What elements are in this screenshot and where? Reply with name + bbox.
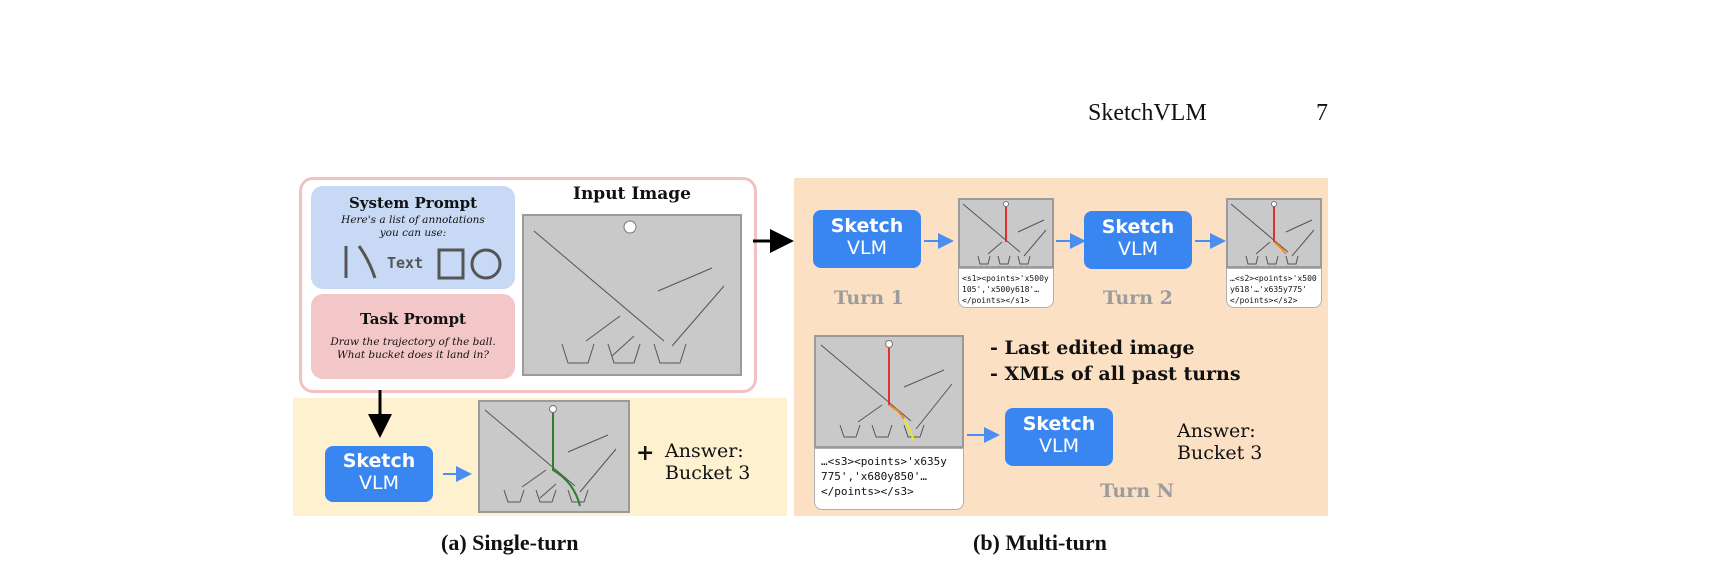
turnN-input-image xyxy=(814,335,964,448)
trajectory-orange xyxy=(1273,241,1287,255)
single-sketch-vlm-box: Sketch VLM xyxy=(325,446,433,502)
running-header-title: SketchVLM xyxy=(1088,100,1207,126)
system-prompt-box: System Prompt Here's a list of annotatio… xyxy=(311,186,515,289)
circle-tool-icon xyxy=(470,248,502,280)
input-image-title: Input Image xyxy=(573,184,691,204)
turn1-label: Turn 1 xyxy=(834,287,904,309)
context-list: - Last edited image - XMLs of all past t… xyxy=(990,335,1241,387)
bullet-last-edited-image: - Last edited image xyxy=(990,337,1195,359)
ball-trajectory-green xyxy=(552,409,581,507)
single-answer: Answer: Bucket 3 xyxy=(665,440,751,484)
curve-tool-icon xyxy=(357,245,377,279)
caption-multi-turn: (b) Multi-turn xyxy=(973,530,1107,555)
turn1-sketch-vlm-box: Sketch VLM xyxy=(813,210,921,268)
turn2-xml-code: …<s2><points>'x500 y618'…'x635y775' </po… xyxy=(1226,268,1322,308)
trajectory-yellow xyxy=(903,418,915,442)
vlm-line2: VLM xyxy=(847,237,887,259)
bullet-xmls-past-turns: - XMLs of all past turns xyxy=(990,363,1241,385)
single-output-image xyxy=(478,400,630,513)
turn2-output-image xyxy=(1226,198,1322,268)
turn2-sketch-vlm-box: Sketch VLM xyxy=(1084,211,1192,269)
task-prompt-box: Task Prompt Draw the trajectory of the b… xyxy=(311,294,515,379)
turnN-label: Turn N xyxy=(1100,480,1175,502)
vlm-line2: VLM xyxy=(1118,238,1158,260)
plus-sign: + xyxy=(636,440,655,466)
system-prompt-line2: you can use: xyxy=(379,227,447,239)
page-number: 7 xyxy=(1316,100,1328,126)
vlm-line2: VLM xyxy=(359,472,399,494)
vlm-line1: Sketch xyxy=(830,215,904,237)
task-prompt-title: Task Prompt xyxy=(360,310,466,328)
turn1-xml-code: <s1><points>'x500y 105','x500y618'… </po… xyxy=(958,268,1054,308)
annotation-tools-icon: Text xyxy=(344,245,502,280)
rectangle-tool-icon xyxy=(437,248,465,280)
system-prompt-title: System Prompt xyxy=(348,194,478,212)
turn2-label: Turn 2 xyxy=(1103,287,1173,309)
multi-answer: Answer: Bucket 3 xyxy=(1177,420,1263,464)
vlm-line2: VLM xyxy=(1039,435,1079,457)
input-image xyxy=(522,214,742,376)
text-tool-icon: Text xyxy=(387,254,423,272)
task-prompt-line2: What bucket does it land in? xyxy=(337,349,489,361)
turnN-xml-code: …<s3><points>'x635y 775','x680y850'… </p… xyxy=(814,448,964,510)
system-prompt-line1: Here's a list of annotations xyxy=(341,214,485,226)
vlm-line1: Sketch xyxy=(1022,413,1096,435)
vlm-line1: Sketch xyxy=(342,450,416,472)
turnN-sketch-vlm-box: Sketch VLM xyxy=(1005,408,1113,466)
caption-single-turn: (a) Single-turn xyxy=(441,530,579,555)
task-prompt-line1: Draw the trajectory of the ball. xyxy=(330,336,496,348)
vlm-line1: Sketch xyxy=(1101,216,1175,238)
turn1-output-image xyxy=(958,198,1054,268)
